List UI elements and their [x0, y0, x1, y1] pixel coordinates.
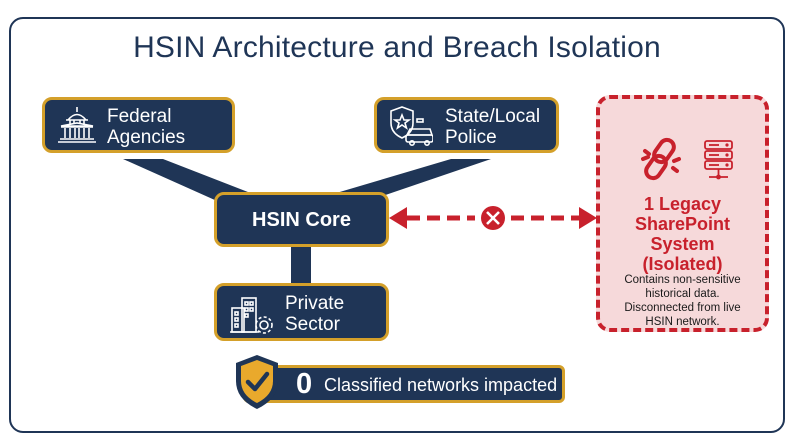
- isolated-title-line1: 1 Legacy: [643, 194, 722, 214]
- private-label-line2: Sector: [285, 314, 340, 335]
- isolated-title-line4: (Isolated): [642, 254, 723, 274]
- state-label-line1: State/Local: [445, 106, 541, 127]
- impact-text: Classified networks impacted: [324, 375, 558, 395]
- shield-check-icon: [233, 353, 281, 416]
- isolated-legacy-system: 1 Legacy SharePoint System (Isolated) Co…: [596, 95, 769, 332]
- federal-label-line1: Federal: [107, 106, 172, 127]
- state-label-line2: Police: [445, 127, 497, 148]
- isolated-title-line2: SharePoint: [634, 214, 731, 234]
- isolated-desc-line3: Disconnected from live: [624, 302, 741, 314]
- office-building-gear-icon: [229, 294, 275, 341]
- node-core-label: HSIN Core: [252, 209, 351, 231]
- impact-badge: 0 Classified networks impacted: [243, 365, 565, 403]
- node-state-local-police: State/Local Police: [374, 97, 559, 153]
- node-private-sector: Private Sector: [214, 283, 389, 341]
- disconnect-arrow: [389, 206, 597, 230]
- isolated-description: Contains non-sensitive historical data. …: [600, 273, 765, 329]
- node-hsin-core: HSIN Core: [214, 192, 389, 247]
- diagram-title: HSIN Architecture and Breach Isolation: [133, 31, 661, 64]
- server-icon: [703, 139, 735, 188]
- isolated-title-line3: System: [650, 234, 715, 254]
- impact-count: 0: [296, 368, 313, 400]
- isolated-desc-line4: HSIN network.: [645, 316, 720, 328]
- isolated-desc-line2: historical data.: [645, 288, 720, 300]
- node-private-label: Private Sector: [285, 293, 344, 335]
- isolated-title: 1 Legacy SharePoint System (Isolated): [600, 194, 765, 274]
- disconnect-x-icon: [481, 206, 505, 230]
- private-label-line1: Private: [285, 293, 345, 314]
- node-federal-label: Federal Agencies: [107, 106, 185, 148]
- diagram-canvas: HSIN Architecture and Breach Isolation: [9, 17, 785, 433]
- node-federal-agencies: Federal Agencies: [42, 97, 235, 153]
- police-badge-car-icon: [387, 105, 434, 152]
- federal-label-line2: Agencies: [107, 127, 186, 148]
- isolated-desc-line1: Contains non-sensitive: [624, 274, 741, 286]
- capitol-building-icon: [57, 106, 97, 149]
- node-state-label: State/Local Police: [445, 106, 540, 148]
- connector-core-private: [291, 241, 311, 287]
- broken-chain-icon: [640, 137, 682, 186]
